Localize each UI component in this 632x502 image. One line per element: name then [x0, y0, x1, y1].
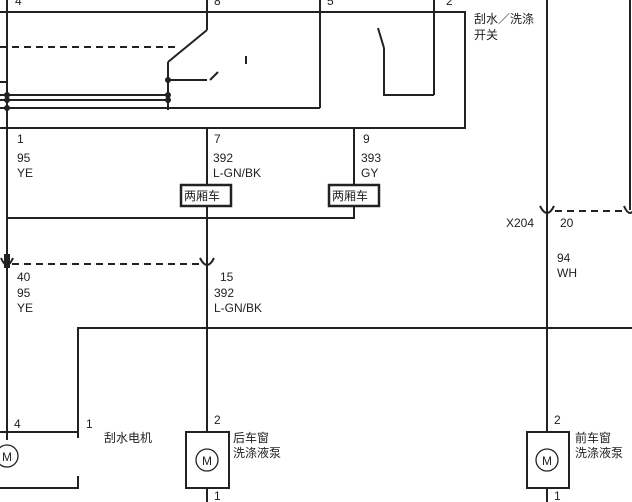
switch-pin-8: 8	[214, 0, 221, 8]
connector-left-color-b: L-GN/BK	[214, 301, 262, 315]
front-pump-label-line1: 前车窗	[575, 430, 611, 445]
junction-dot	[165, 92, 171, 98]
connector-cup	[623, 205, 632, 214]
rear-pump-pin-bottom: 1	[214, 489, 221, 502]
wire-group	[6, 0, 632, 440]
front-pump-pin-bottom: 1	[554, 489, 561, 502]
wiper-motor-pin-right: 1	[86, 417, 93, 431]
rear-washer-pump: M 2 1 后车窗 洗涤液泵	[185, 413, 281, 502]
junction-dot	[165, 97, 171, 103]
wiper-motor-label: 刮水电机	[104, 431, 152, 445]
wire-393-gy	[7, 128, 355, 219]
rear-pump-label-line2: 洗涤液泵	[233, 445, 281, 460]
rear-pump-label-line1: 后车窗	[233, 430, 269, 445]
switch-wiper-return	[383, 48, 434, 96]
wiper-washer-switch: 4 8 5 2 刮水／洗涤 开关	[0, 0, 534, 129]
wiper-motor: M 4 1 刮水电机	[0, 417, 152, 489]
switch-pin-5: 5	[327, 0, 334, 8]
wire-common-bus	[77, 327, 632, 432]
variant-tag-box	[327, 183, 381, 208]
wiper-motor-box	[0, 431, 79, 489]
switch-internal-lines	[0, 62, 320, 110]
switch-label-line2: 开关	[474, 28, 498, 42]
connector-right-name: X204	[506, 216, 534, 230]
connector-cup	[199, 257, 215, 266]
connector-left-pin-a: 40	[17, 270, 31, 284]
wire1-pin: 1	[17, 132, 24, 146]
wire7-pin: 7	[214, 132, 221, 146]
switch-contact-2	[377, 27, 385, 49]
rear-pump-pin-top: 2	[214, 413, 221, 427]
rear-pump-symbol: M	[202, 454, 212, 468]
wire1-color: YE	[17, 166, 33, 180]
motor-symbol	[195, 448, 219, 472]
switch-pin-4: 4	[15, 0, 22, 8]
wiper-motor-symbol: M	[2, 450, 12, 464]
variant-tag-text: 两厢车	[184, 188, 220, 203]
wire1-circuit: 95	[17, 151, 31, 165]
front-washer-pump: M 2 1 前车窗 洗涤液泵	[526, 413, 623, 502]
motor-symbol	[535, 448, 559, 472]
front-pump-label-line2: 洗涤液泵	[575, 445, 623, 460]
connector-right-circuit: 94	[557, 251, 571, 265]
front-pump-symbol: M	[542, 454, 552, 468]
motor-symbol	[0, 444, 19, 468]
front-pump-pin-top: 2	[554, 413, 561, 427]
variant-tag-box	[179, 183, 233, 208]
connector-left-circuit-a: 95	[17, 286, 31, 300]
connector-right-color: WH	[557, 266, 577, 280]
switch-contact-8	[167, 29, 208, 63]
wire9-color: GY	[361, 166, 378, 180]
switch-outline	[0, 11, 466, 129]
variant-tag-text: 两厢车	[332, 188, 368, 203]
wire7-color: L-GN/BK	[213, 166, 261, 180]
wire9-circuit: 393	[361, 151, 381, 165]
switch-label-line1: 刮水／洗涤	[474, 12, 534, 26]
connector-left: 40 95 YE 15 392 L-GN/BK	[0, 254, 262, 315]
junction-dot	[165, 77, 171, 83]
connector-left-color-a: YE	[17, 301, 33, 315]
connector-right: X204 20 94 WH	[506, 205, 632, 280]
wire9-pin: 9	[363, 132, 370, 146]
connector-left-pin-b: 15	[220, 270, 234, 284]
connector-left-circuit-b: 392	[214, 286, 234, 300]
connector-pin	[4, 254, 10, 268]
switch-output-labels: 1 95 YE 7 392 L-GN/BK 9 393 GY	[17, 132, 381, 180]
variant-tag-left: 两厢车	[179, 183, 233, 208]
switch-pin-2: 2	[446, 0, 453, 8]
wiper-motor-pin-left: 4	[14, 417, 21, 431]
variant-tag-right: 两厢车	[327, 183, 381, 208]
connector-cup	[539, 205, 555, 214]
connector-right-pin: 20	[560, 216, 574, 230]
wire7-circuit: 392	[213, 151, 233, 165]
